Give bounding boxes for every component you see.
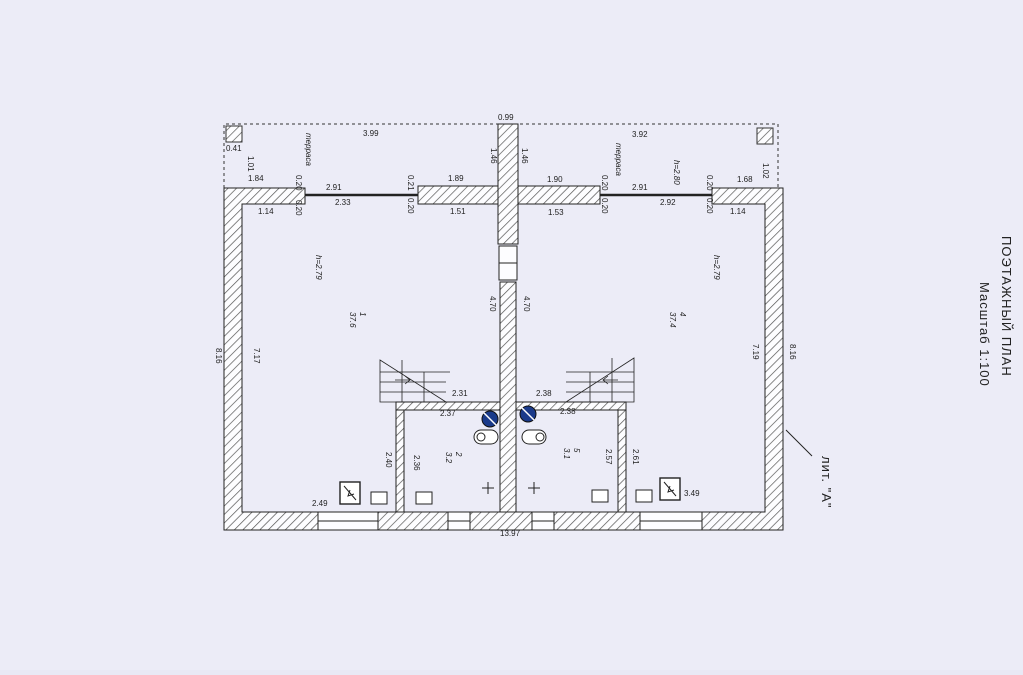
dim-257: 2.57 [604,449,613,465]
dim-236: 2.36 [412,455,421,471]
stairs-right [564,357,635,403]
dim-102: 1.02 [761,163,770,179]
toilet-icon-right [521,429,547,445]
dim-114-right: 1.14 [730,207,746,216]
room-4-number: 4 [678,312,687,317]
windows [317,511,703,531]
room-5-area: 3.1 [562,448,571,459]
dim-816-left: 8.16 [214,348,223,364]
boiler-icon-left [481,410,499,428]
dim-816-right: 8.16 [788,344,797,360]
liter-label: лит. "А" [819,456,834,508]
shower-icon-right [528,482,540,494]
dim-021: 0.21 [406,175,415,191]
terrace-post-left [225,125,243,143]
electrical-panel-icon-right [659,477,681,501]
dim-151: 1.51 [450,207,466,216]
walls [223,123,784,531]
dim-291-right: 2.91 [632,183,648,192]
label-h-right: h=2.79 [712,255,721,280]
dim-020-c: 0.20 [406,198,415,214]
dim-231: 2.31 [452,389,468,398]
room-1-number: 1 [358,312,367,316]
radiator-icon-3 [591,489,609,503]
dim-291-left: 2.91 [326,183,342,192]
dim-overall-width: 13.97 [500,529,521,538]
room-labels: терраса терраса h=2.80 h=2.79 h=2.79 1 3… [304,133,721,464]
label-terrace-right: терраса [614,143,623,176]
room-1-area: 37.6 [348,312,357,328]
terrace-outline [223,123,779,188]
dim-349: 3.49 [684,489,700,498]
room-5-number: 5 [572,448,581,453]
dim-233: 2.33 [335,198,351,207]
dim-terrace-right-width: 3.92 [632,130,648,139]
dim-020-f: 0.20 [705,175,714,191]
dim-101: 1.01 [246,156,255,172]
dim-292: 2.92 [660,198,676,207]
dim-719: 7.19 [751,344,760,360]
dim-240: 2.40 [384,452,393,468]
dim-020-a: 0.20 [294,175,303,191]
dim-189: 1.89 [448,174,464,183]
plan-scale: Масштаб 1:100 [977,282,992,387]
stairs-left [379,359,450,403]
dim-717: 7.17 [252,348,261,364]
dim-184: 1.84 [248,174,264,183]
toilet-icon-left [473,429,499,445]
dim-238: 2.38 [536,389,552,398]
radiator-icon-1 [370,491,388,505]
dim-153: 1.53 [548,208,564,217]
dim-terrace-left-width: 3.99 [363,129,379,138]
room-2-area: 3.2 [444,452,453,464]
liter-leader-line [785,429,813,457]
dim-470-right: 4.70 [522,296,531,312]
dim-020-b: 0.20 [294,200,303,216]
dimension-labels: 0.99 3.99 3.92 0.41 1.84 2.91 1.89 1.90 … [226,113,753,538]
dim-020-g: 0.20 [705,198,714,214]
label-terrace-left: терраса [304,133,313,166]
dim-168: 1.68 [737,175,753,184]
dim-190: 1.90 [547,175,563,184]
label-h-terrace: h=2.80 [672,160,681,185]
dim-230: 2.38 [560,407,576,416]
label-h-left: h=2.79 [314,255,323,280]
terrace-post-right [756,127,774,145]
dim-020-d: 0.20 [600,175,609,191]
dim-020-e: 0.20 [600,198,609,214]
plan-title: ПОЭТАЖНЫЙ ПЛАН [999,236,1014,377]
dim-post-left: 0.41 [226,144,242,153]
radiator-icon-2 [415,491,433,505]
dimension-labels-vertical: 1.01 0.20 0.20 0.21 0.20 1.46 1.46 0.20 … [214,148,797,471]
dim-237: 2.37 [440,409,456,418]
dim-146: 1.46 [520,148,529,164]
dim-249: 2.49 [312,499,328,508]
electrical-panel-icon-left [339,481,361,505]
dim-156: 1.46 [489,148,498,164]
room-2-number: 2 [454,451,463,457]
dim-470-left: 4.70 [488,296,497,312]
dim-261: 2.61 [631,449,640,465]
boiler-icon-right [519,405,537,423]
shower-icon-left [482,482,494,494]
dim-114-left: 1.14 [258,207,274,216]
dim-top-center: 0.99 [498,113,514,122]
radiator-icon-4 [635,489,653,503]
room-4-area: 37.4 [668,312,677,328]
